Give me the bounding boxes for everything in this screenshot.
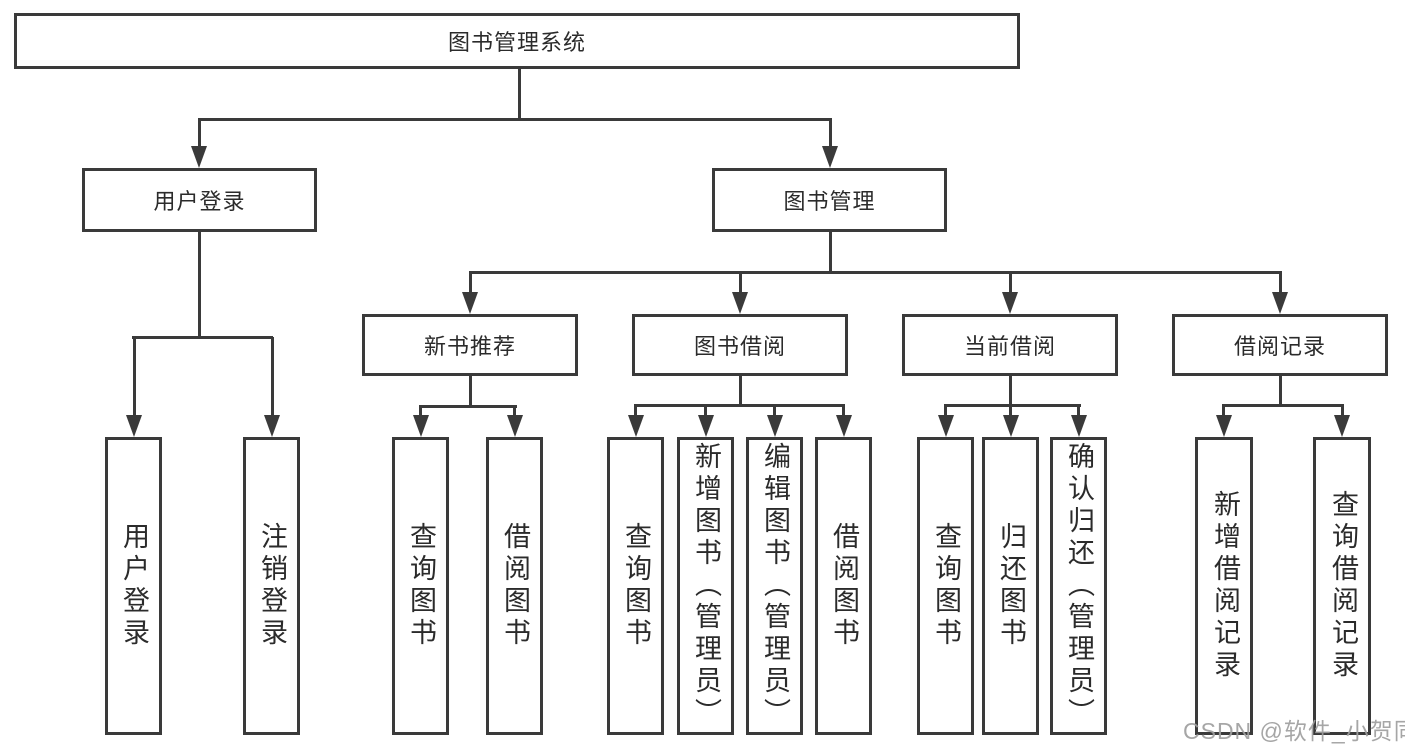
leaf-add-books-admin: 新增图书（管理员） <box>677 437 734 735</box>
connector-line <box>944 403 1081 407</box>
connector-line <box>513 406 516 417</box>
leaf-borrow-books-recommend: 借阅图书 <box>486 437 543 735</box>
node-user-login: 用户登录 <box>82 168 317 232</box>
arrow-down-icon <box>1215 415 1232 437</box>
connector-line <box>1222 403 1344 407</box>
arrow-down-icon <box>835 415 852 437</box>
arrow-down-icon <box>191 146 207 168</box>
connector-line <box>132 337 136 417</box>
csdn-watermark: CSDN @软件_小贺同学 <box>1183 718 1405 744</box>
leaf-return-books: 归还图书 <box>982 437 1039 735</box>
arrow-down-icon <box>126 415 142 437</box>
connector-line <box>1077 405 1080 417</box>
connector-line <box>197 232 201 337</box>
connector-line <box>1009 405 1012 417</box>
leaf-user-login: 用户登录 <box>105 437 162 735</box>
connector-line <box>634 405 637 417</box>
leaf-edit-books-admin: 编辑图书（管理员） <box>746 437 803 735</box>
connector-line <box>944 405 947 417</box>
node-root-system: 图书管理系统 <box>14 13 1020 69</box>
connector-line <box>1278 376 1282 406</box>
connector-line <box>419 404 517 408</box>
connector-line <box>634 403 845 407</box>
connector-line <box>468 272 472 294</box>
leaf-logout: 注销登录 <box>243 437 300 735</box>
arrow-down-icon <box>1002 292 1018 314</box>
arrow-down-icon <box>462 292 478 314</box>
connector-line <box>197 119 201 147</box>
node-borrow-records: 借阅记录 <box>1172 314 1388 376</box>
connector-line <box>738 272 742 294</box>
arrow-down-icon <box>732 292 748 314</box>
connector-line <box>842 405 845 417</box>
node-new-book-recommend: 新书推荐 <box>362 314 578 376</box>
connector-line <box>704 405 707 417</box>
connector-line <box>738 376 742 406</box>
connector-line <box>132 335 273 339</box>
connector-line <box>1008 376 1012 406</box>
arrow-down-icon <box>412 415 429 437</box>
leaf-borrow-books: 借阅图书 <box>815 437 872 735</box>
connector-line <box>468 270 1282 274</box>
connector-line <box>270 337 274 417</box>
arrow-down-icon <box>766 415 783 437</box>
connector-line <box>197 117 832 121</box>
leaf-query-books-borrow: 查询图书 <box>607 437 664 735</box>
arrow-down-icon <box>1070 415 1087 437</box>
arrow-down-icon <box>822 146 838 168</box>
leaf-query-borrow-record: 查询借阅记录 <box>1313 437 1371 735</box>
arrow-down-icon <box>697 415 714 437</box>
connector-line <box>773 405 776 417</box>
connector-line <box>1222 405 1225 417</box>
node-book-borrow: 图书借阅 <box>632 314 848 376</box>
arrow-down-icon <box>937 415 954 437</box>
connector-line <box>1008 272 1012 294</box>
connector-line <box>828 232 832 272</box>
arrow-down-icon <box>1334 415 1350 437</box>
node-current-borrow: 当前借阅 <box>902 314 1118 376</box>
arrow-down-icon <box>506 415 523 437</box>
connector-line <box>1340 405 1344 417</box>
leaf-add-borrow-record: 新增借阅记录 <box>1195 437 1253 735</box>
leaf-confirm-return-admin: 确认归还（管理员） <box>1050 437 1107 735</box>
leaf-query-books-current: 查询图书 <box>917 437 974 735</box>
connector-line <box>1278 272 1282 294</box>
node-book-management: 图书管理 <box>712 168 947 232</box>
connector-line <box>419 406 422 417</box>
arrow-down-icon <box>627 415 644 437</box>
connector-line <box>517 69 521 119</box>
connector-line <box>468 376 472 407</box>
arrow-down-icon <box>1272 292 1288 314</box>
leaf-query-books-recommend: 查询图书 <box>392 437 449 735</box>
arrow-down-icon <box>264 415 280 437</box>
connector-line <box>828 119 832 147</box>
arrow-down-icon <box>1002 415 1019 437</box>
